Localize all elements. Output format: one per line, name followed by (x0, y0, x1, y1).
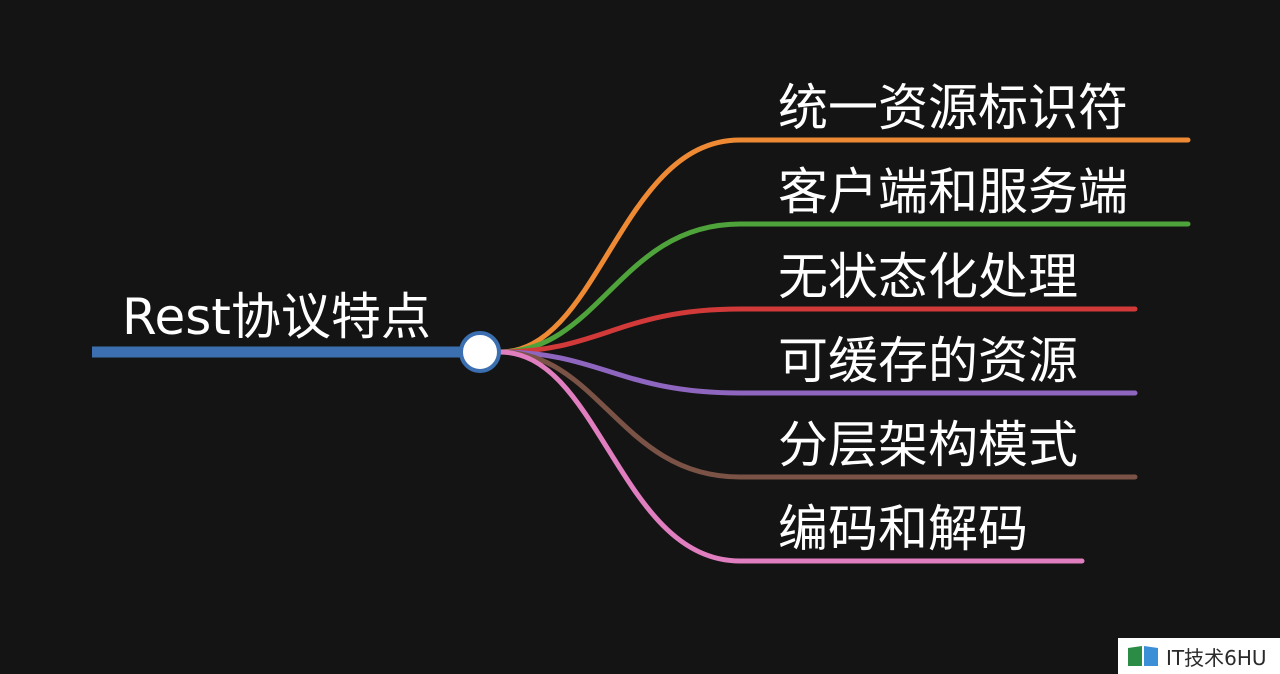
branch-connector-2 (497, 221, 1191, 355)
branch-topic-label-5[interactable]: 分层架构模式 (778, 416, 1078, 474)
branch-connector-4 (497, 349, 1138, 396)
branch-topic-label-1[interactable]: 统一资源标识符 (778, 79, 1128, 137)
watermark: IT技术6HU (1118, 638, 1280, 674)
root-topic-label[interactable]: Rest协议特点 (122, 288, 431, 346)
root-node-circle[interactable] (459, 331, 501, 373)
book-logo-icon (1128, 646, 1158, 666)
branch-topic-label-2[interactable]: 客户端和服务端 (778, 163, 1128, 221)
branch-connector-6 (497, 349, 1085, 564)
watermark-text: IT技术6HU (1166, 645, 1267, 670)
branch-topic-label-3[interactable]: 无状态化处理 (778, 248, 1078, 306)
branch-topic-label-6[interactable]: 编码和解码 (778, 500, 1028, 558)
branch-topic-label-4[interactable]: 可缓存的资源 (778, 332, 1078, 390)
branch-connector-1 (497, 137, 1191, 355)
branch-connector-3 (497, 306, 1138, 355)
branch-connector-5 (497, 349, 1138, 480)
